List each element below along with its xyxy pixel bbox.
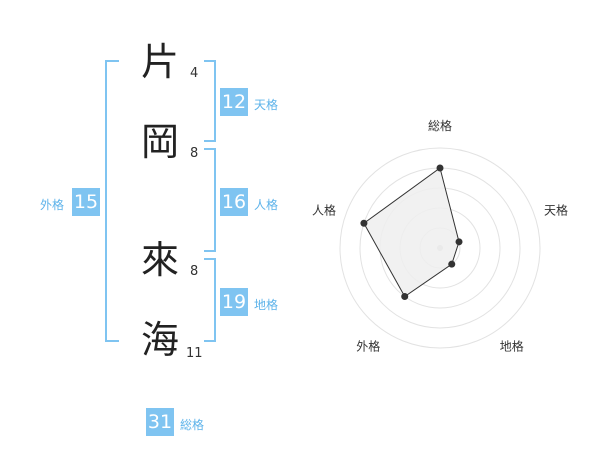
radar-point-1 [436, 164, 444, 172]
stroke-count-3: 8 [190, 264, 199, 279]
kanji-char-1: 片 [140, 40, 179, 84]
soukaku-badge: 31 [146, 408, 174, 436]
kanji-char-2: 岡 [140, 120, 179, 164]
jinkaku-label: 人格 [254, 198, 279, 212]
tenkaku-bracket [204, 60, 216, 142]
kanji-char-3: 來 [140, 238, 179, 282]
radar-axis-label-2: 天格 [544, 202, 568, 217]
radar-axis-label-3: 地格 [500, 339, 524, 354]
gaikaku-bracket [105, 60, 119, 342]
jinkaku-bracket [204, 148, 216, 252]
gaikaku-badge: 15 [72, 188, 100, 216]
radar-axis-label-5: 人格 [312, 202, 336, 217]
radar-point-3 [448, 260, 456, 268]
tenkaku-label: 天格 [254, 98, 279, 112]
radar-ring-5 [339, 147, 541, 349]
tenkaku-badge: 12 [220, 88, 248, 116]
stroke-count-4: 11 [186, 346, 203, 361]
kanji-char-4: 海 [140, 318, 179, 362]
chikaku-bracket [204, 258, 216, 342]
radar-point-4 [401, 293, 409, 301]
radar-point-2 [455, 238, 463, 246]
radar-polygon [363, 167, 460, 298]
gaikaku-label: 外格 [40, 198, 65, 212]
radar-point-5 [360, 219, 368, 227]
soukaku-label: 総格 [180, 418, 205, 432]
chikaku-label: 地格 [254, 298, 279, 312]
stroke-count-1: 4 [190, 66, 199, 81]
radar-axis-label-4: 外格 [356, 339, 380, 354]
stroke-count-2: 8 [190, 146, 199, 161]
radar-axis-label-1: 総格 [428, 118, 452, 133]
chikaku-badge: 19 [220, 288, 248, 316]
jinkaku-badge: 16 [220, 188, 248, 216]
